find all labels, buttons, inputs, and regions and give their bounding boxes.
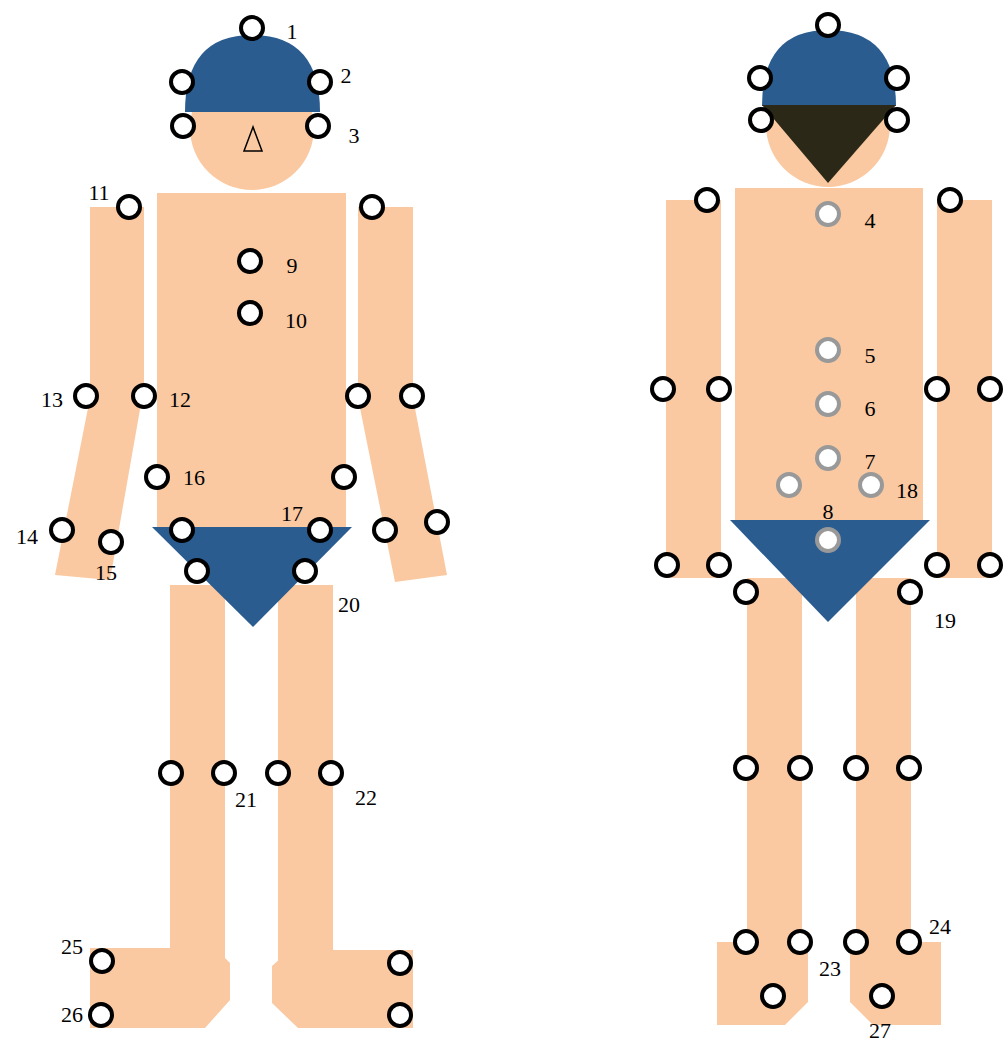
callout-number: 5 <box>865 345 876 367</box>
back-figure <box>666 63 992 1025</box>
callout-number: 10 <box>285 310 307 332</box>
callout-number: 3 <box>349 125 360 147</box>
hair <box>762 105 896 183</box>
callout-number: 26 <box>61 1004 83 1026</box>
callout-number: 21 <box>235 789 257 811</box>
callout-number: 8 <box>823 501 834 523</box>
spine-markers <box>778 203 882 551</box>
callout-number: 13 <box>41 389 63 411</box>
markers <box>51 14 1001 1026</box>
callout-number: 16 <box>183 467 205 489</box>
callout-number: 11 <box>88 182 109 204</box>
callout-number: 25 <box>61 936 83 958</box>
callout-number: 22 <box>355 787 377 809</box>
front-figure <box>55 66 447 1028</box>
callout-number: 23 <box>819 958 841 980</box>
callout-number: 2 <box>341 65 352 87</box>
callout-number: 12 <box>169 389 191 411</box>
callout-number: 18 <box>896 480 918 502</box>
callout-number: 27 <box>869 1020 891 1042</box>
callout-number: 9 <box>287 255 298 277</box>
callout-number: 6 <box>865 398 876 420</box>
callout-number: 24 <box>929 916 951 938</box>
callout-number: 20 <box>338 594 360 616</box>
cap <box>762 30 896 106</box>
cap <box>185 35 320 112</box>
callout-number: 7 <box>865 451 876 473</box>
callout-number: 1 <box>287 21 298 43</box>
callout-number: 19 <box>934 610 956 632</box>
callout-number: 17 <box>281 503 303 525</box>
callout-number: 4 <box>865 210 876 232</box>
callout-number: 15 <box>95 562 117 584</box>
nose-symbol <box>244 127 262 151</box>
briefs <box>730 520 930 622</box>
callout-number: 14 <box>16 526 38 548</box>
